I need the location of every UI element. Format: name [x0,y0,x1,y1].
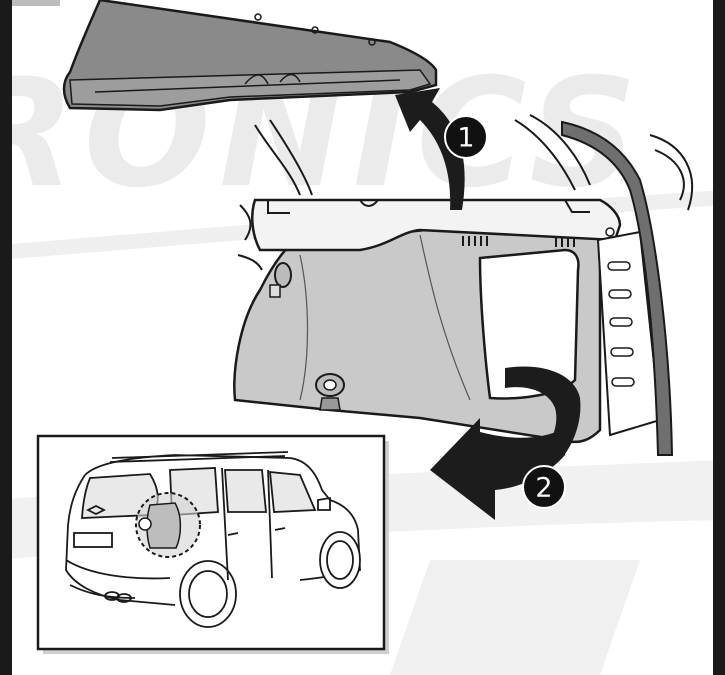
suv-drawing [65,451,361,628]
upper-trim-rail [251,198,622,252]
frame-border-left [0,0,12,675]
frame-border-right [713,0,725,675]
panel-creases [299,234,471,401]
highlight-circle [135,492,201,558]
step2-badge: 2 [522,465,566,509]
cover-details [94,13,401,93]
step1-arrow [395,88,465,210]
interior-lamp [269,262,292,298]
door-seal [561,120,674,456]
step1-number: 1 [457,123,474,154]
panel-window-opening [478,248,580,400]
step2-arrow-head [430,418,565,520]
cover-lower-edge [69,69,432,107]
frame-tab [12,0,60,6]
vehicle-locator-inset [36,434,389,654]
panel-vent-slots [462,236,575,247]
pillar-slots [607,261,635,387]
rail-clips [267,199,590,214]
step2-arrow-tail [505,366,581,460]
watermark-block [390,560,640,675]
rail-screw [605,227,615,237]
interior-outline [237,114,693,271]
step1-badge: 1 [444,115,488,159]
tie-down-hook [315,373,345,411]
step2-number: 2 [535,473,552,504]
